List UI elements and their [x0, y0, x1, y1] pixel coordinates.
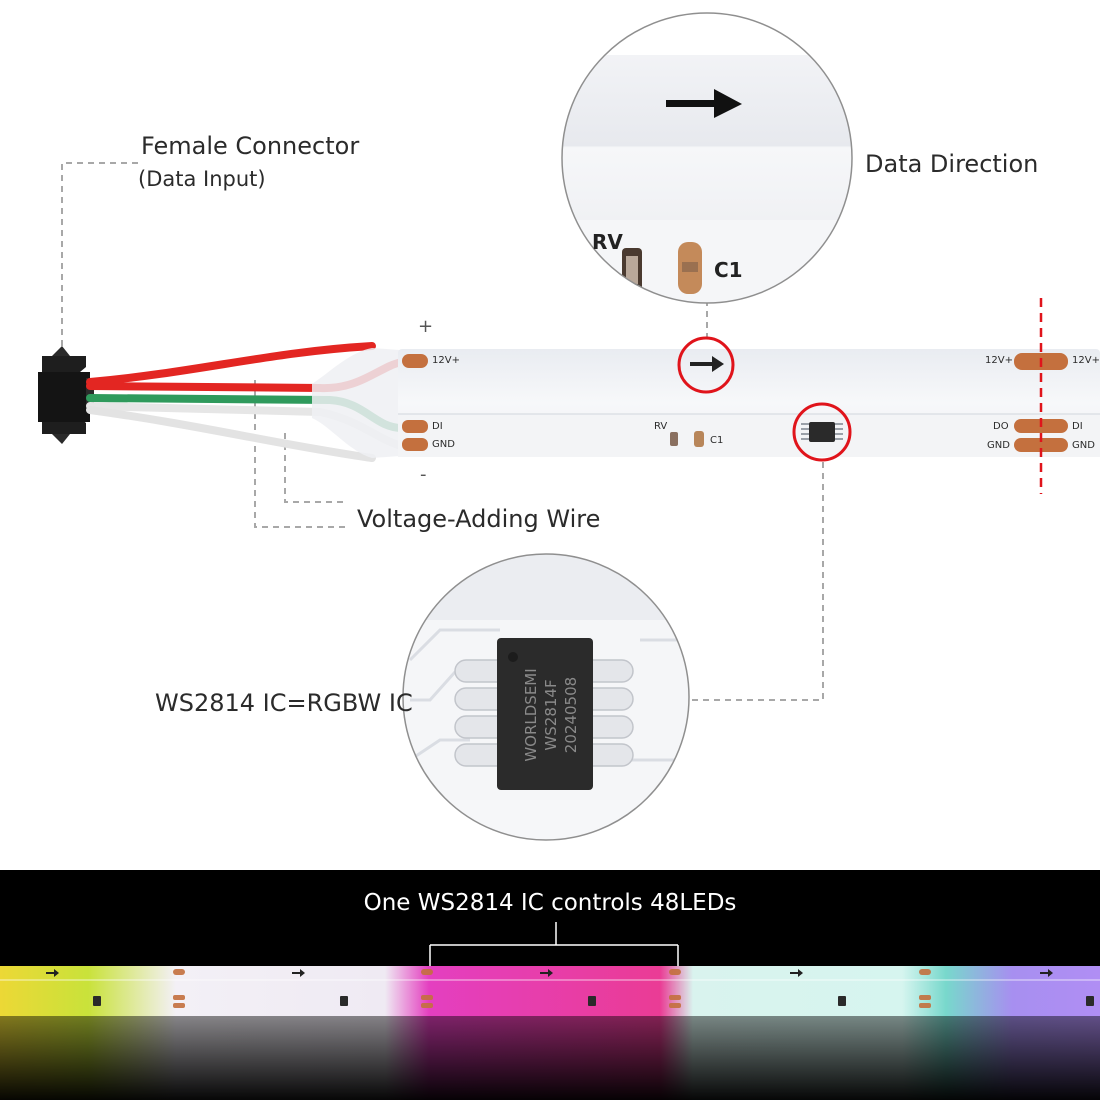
pad-label-12v-left: 12V+: [432, 355, 460, 366]
chip-model: WS2814F: [542, 679, 560, 751]
pad-label-di-right: DI: [1072, 421, 1083, 432]
glow-strip-arrows: [46, 969, 1053, 977]
pad-gnd-right: [1014, 438, 1068, 452]
ic-callout: [792, 402, 852, 462]
pad-label-gnd-right-a: GND: [987, 440, 1010, 451]
chip-brand: WORLDSEMI: [522, 668, 540, 762]
data-direction-callout: [677, 336, 735, 394]
c1-capacitor: [694, 431, 704, 447]
chip-body: [497, 638, 593, 790]
pad-label-12v-right-a: 12V+: [985, 355, 1013, 366]
white-wire-extra: [86, 406, 376, 462]
led-strip: [398, 298, 1100, 494]
female-connector-label: Female Connector: [141, 132, 360, 160]
leader-female-connector: [61, 162, 138, 375]
pad-label-gnd-left: GND: [432, 439, 455, 450]
leader-lines: [61, 162, 824, 701]
female-connector: [38, 346, 94, 444]
voltage-adding-wire-label: Voltage-Adding Wire: [357, 505, 601, 533]
glowing-strip-band: One WS2814 IC controls 48LEDs: [0, 870, 1100, 1100]
pad-label-di-left: DI: [432, 421, 443, 432]
zoom-circle-ic: [402, 553, 690, 841]
pad-12v-left: [402, 354, 428, 368]
minus-sign: -: [420, 464, 427, 485]
ws2814-ic-label: WS2814 IC=RGBW IC: [155, 689, 413, 717]
plus-sign: +: [418, 316, 434, 337]
wires: [86, 342, 406, 462]
glow-strip-pads: [173, 969, 931, 1008]
red-wire-extra: [86, 342, 376, 386]
pad-label-rv: RV: [654, 421, 668, 432]
glow-strip-ics: [93, 996, 1094, 1006]
zoom-arrow: [666, 89, 742, 118]
data-direction-label: Data Direction: [865, 150, 1039, 178]
leader-ws2814-ic: [692, 462, 824, 701]
band-caption: One WS2814 IC controls 48LEDs: [363, 890, 737, 916]
zoom-rv-label: RV: [592, 230, 623, 254]
caption-bracket: [429, 922, 679, 968]
glowing-strip: [0, 922, 1100, 1100]
pad-label-c1: C1: [710, 435, 724, 446]
leader-voltage-wire-inner: [284, 433, 345, 503]
chip-date: 20240508: [562, 676, 580, 754]
pad-label-gnd-right-b: GND: [1072, 440, 1095, 451]
pad-di-left: [402, 420, 428, 433]
rv-resistor: [670, 432, 678, 446]
ic-chip-small: [801, 422, 843, 442]
leader-voltage-wire-outer: [254, 380, 345, 528]
pad-label-do-right: DO: [993, 421, 1009, 432]
zoom-circle-data-direction: [561, 12, 853, 304]
data-direction-arrow: [690, 356, 724, 372]
data-input-label: (Data Input): [138, 167, 266, 191]
zoom-c1-label: C1: [714, 258, 743, 282]
pad-gnd-left: [402, 438, 428, 451]
pad-label-12v-right-b: 12V+: [1072, 355, 1100, 366]
